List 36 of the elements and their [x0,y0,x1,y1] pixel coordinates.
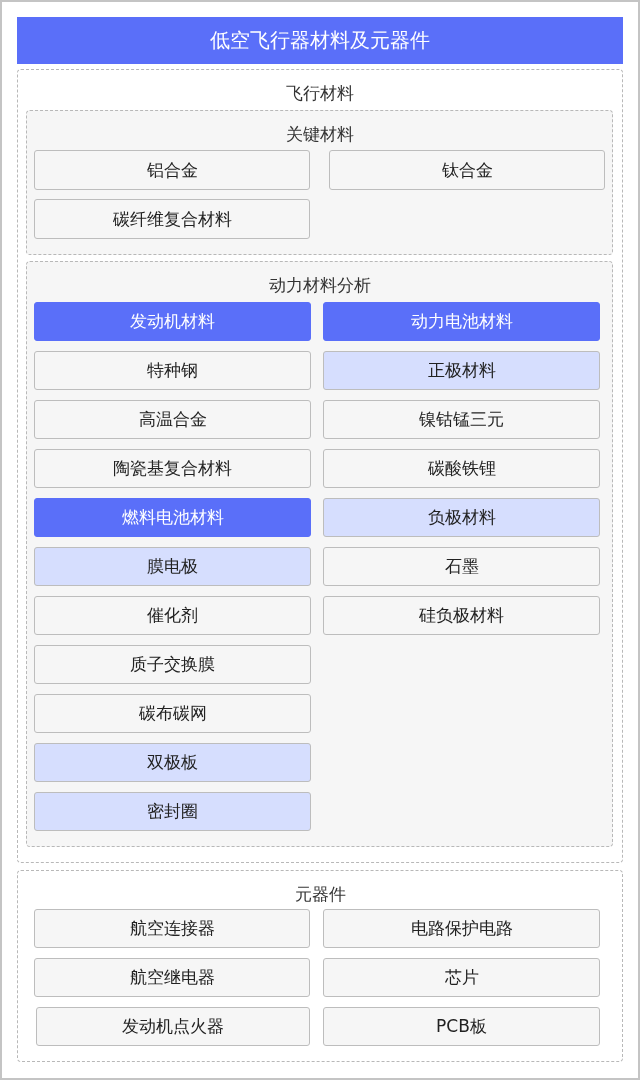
subcategory-box: 正极材料 [323,351,600,390]
item-box: 航空连接器 [34,909,310,948]
subgroup-panel [26,110,613,255]
item-box: 钛合金 [329,150,605,190]
subcategory-box: 双极板 [34,743,311,782]
group-title: 飞行材料 [286,82,354,105]
category-header-box: 燃料电池材料 [34,498,311,537]
item-box: 发动机点火器 [36,1007,310,1046]
item-box: 石墨 [323,547,600,586]
item-box: 硅负极材料 [323,596,600,635]
title-banner: 低空飞行器材料及元器件 [17,17,623,64]
item-box: 质子交换膜 [34,645,311,684]
item-box: PCB板 [323,1007,600,1046]
subcategory-box: 负极材料 [323,498,600,537]
item-box: 高温合金 [34,400,311,439]
category-header-box: 发动机材料 [34,302,311,341]
item-box: 镍钴锰三元 [323,400,600,439]
group-title: 动力材料分析 [268,274,371,297]
group-panel [17,870,623,1062]
item-box: 碳布碳网 [34,694,311,733]
item-box: 陶瓷基复合材料 [34,449,311,488]
item-box: 特种钢 [34,351,311,390]
group-title: 关键材料 [285,123,354,146]
category-header-box: 动力电池材料 [323,302,600,341]
item-box: 催化剂 [34,596,311,635]
group-title: 元器件 [294,883,346,906]
item-box: 航空继电器 [34,958,310,997]
item-box: 铝合金 [34,150,310,190]
subgroup-panel [26,261,613,847]
item-box: 碳酸铁锂 [323,449,600,488]
item-box: 电路保护电路 [323,909,600,948]
item-box: 芯片 [323,958,600,997]
subcategory-box: 密封圈 [34,792,311,831]
subcategory-box: 膜电极 [34,547,311,586]
group-panel [17,69,623,863]
item-box: 碳纤维复合材料 [34,199,310,239]
